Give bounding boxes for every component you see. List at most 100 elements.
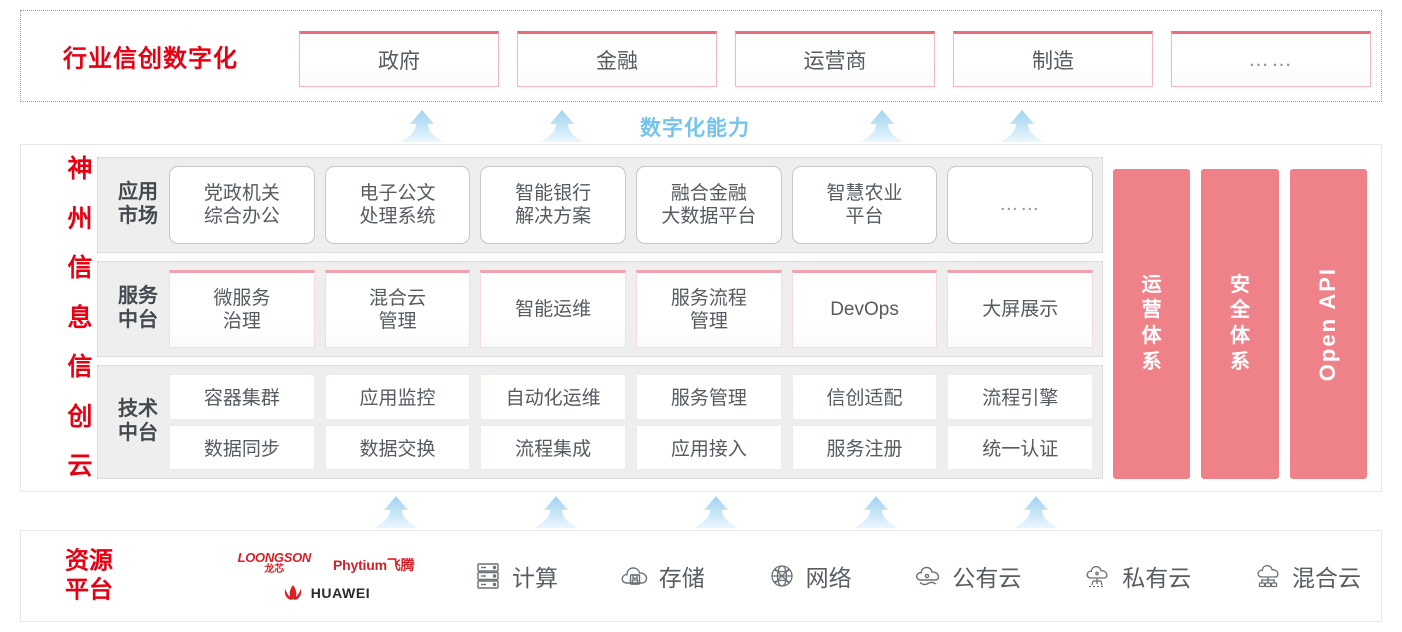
layer-label-technical-platform: 技术 中台 bbox=[118, 398, 158, 444]
pillar-open-api-label: Open API bbox=[1315, 266, 1341, 382]
resource-item-storage[interactable]: 存储 bbox=[618, 559, 705, 593]
app-card-finance-bigdata[interactable]: 融合金融 大数据平台 bbox=[636, 166, 782, 244]
tech-card-data-exchange[interactable]: 数据交换 bbox=[324, 424, 471, 470]
private-cloud-icon bbox=[1081, 559, 1115, 593]
cloud-title-char: 云 bbox=[67, 452, 93, 480]
up-arrow-icon bbox=[532, 494, 580, 530]
connector-arrows-bottom bbox=[0, 494, 1402, 530]
tech-card-automated-ops[interactable]: 自动化运维 bbox=[480, 374, 627, 420]
industry-card-manufacturing[interactable]: 制造 bbox=[953, 31, 1153, 87]
tech-card-container-cluster[interactable]: 容器集群 bbox=[169, 374, 315, 420]
app-card-government-office[interactable]: 党政机关 综合办公 bbox=[169, 166, 315, 244]
resource-platform-title: 资源 平台 bbox=[65, 547, 113, 604]
technical-platform-cards: 容器集群 应用监控 自动化运维 服务管理 信创适配 流程引擎 数据同步 数据交换… bbox=[169, 374, 1094, 470]
svc-card-devops[interactable]: DevOps bbox=[791, 270, 938, 348]
app-card-smart-agriculture[interactable]: 智慧农业 平台 bbox=[791, 166, 938, 244]
layer-technical-platform: 技术 中台 容器集群 应用监控 自动化运维 服务管理 信创适配 流程引擎 bbox=[97, 365, 1103, 479]
up-arrow-icon bbox=[852, 494, 900, 530]
resource-item-label: 存储 bbox=[658, 565, 705, 591]
network-globe-icon bbox=[765, 559, 799, 593]
pillar-security-system[interactable]: 安 全 体 系 bbox=[1201, 169, 1279, 479]
cloud-body: 应用 市场 党政机关 综合办公 电子公文 bbox=[97, 157, 1367, 479]
public-cloud-icon bbox=[911, 559, 945, 593]
svc-card-microservice-governance[interactable]: 微服务 治理 bbox=[169, 270, 315, 348]
svc-card-intelligent-ops[interactable]: 智能运维 bbox=[480, 270, 627, 348]
layer-application-market: 应用 市场 党政机关 综合办公 电子公文 bbox=[97, 157, 1103, 253]
industry-band: 行业信创数字化 政府 金融 运营商 制造 …… bbox=[20, 10, 1382, 102]
industry-card-more[interactable]: …… bbox=[1171, 31, 1371, 87]
tech-card-process-engine[interactable]: 流程引擎 bbox=[947, 374, 1094, 420]
loongson-logo: LOONGSON 龙芯 bbox=[237, 550, 312, 575]
up-arrow-icon bbox=[538, 108, 586, 144]
resource-item-label: 网络 bbox=[805, 565, 852, 591]
up-arrow-icon bbox=[372, 494, 420, 530]
cloud-title-char: 信 bbox=[67, 353, 93, 381]
industry-card-operator[interactable]: 运营商 bbox=[735, 31, 935, 87]
cloud-platform-band: 神 州 信 息 信 创 云 应用 市场 党政机关 bbox=[20, 144, 1382, 492]
resource-item-network[interactable]: 网络 bbox=[765, 559, 852, 593]
industry-card-list: 政府 金融 运营商 制造 …… bbox=[299, 31, 1371, 87]
resource-item-public-cloud[interactable]: 公有云 bbox=[911, 559, 1021, 593]
resource-item-hybrid-cloud[interactable]: 混合云 bbox=[1251, 559, 1361, 593]
tech-card-row: 容器集群 应用监控 自动化运维 服务管理 信创适配 流程引擎 bbox=[169, 374, 1094, 420]
tech-card-app-monitoring[interactable]: 应用监控 bbox=[324, 374, 471, 420]
pillar-operations-label: 运 营 体 系 bbox=[1141, 273, 1162, 373]
tech-card-data-sync[interactable]: 数据同步 bbox=[169, 424, 315, 470]
svc-card-hybrid-cloud-mgmt[interactable]: 混合云 管理 bbox=[324, 270, 471, 348]
phytium-logo: Phytium飞腾 bbox=[333, 557, 415, 573]
industry-band-title: 行业信创数字化 bbox=[63, 45, 238, 73]
resource-item-list: 计算 存储 bbox=[471, 559, 1361, 593]
resource-item-compute[interactable]: 计算 bbox=[471, 559, 558, 593]
tech-card-service-mgmt[interactable]: 服务管理 bbox=[636, 374, 782, 420]
cloud-title-char: 州 bbox=[67, 204, 93, 233]
digital-capability-label: 数字化能力 bbox=[640, 117, 750, 140]
application-market-cards: 党政机关 综合办公 电子公文 处理系统 智能银行 bbox=[169, 166, 1094, 244]
connector-arrows-top bbox=[0, 104, 1402, 144]
layer-label-application-market: 应用 市场 bbox=[118, 181, 158, 227]
up-arrow-icon bbox=[1012, 494, 1060, 530]
huawei-logo: HUAWEI bbox=[282, 584, 371, 601]
cloud-storage-icon bbox=[618, 559, 652, 593]
vendor-logo-group: LOONGSON 龙芯 Phytium飞腾 HUAWEI bbox=[211, 551, 441, 601]
resource-item-label: 私有云 bbox=[1122, 565, 1192, 591]
industry-card-government[interactable]: 政府 bbox=[299, 31, 499, 87]
industry-card-finance[interactable]: 金融 bbox=[517, 31, 717, 87]
resource-item-label: 混合云 bbox=[1291, 565, 1361, 591]
app-card-smart-bank[interactable]: 智能银行 解决方案 bbox=[480, 166, 627, 244]
up-arrow-icon bbox=[998, 108, 1046, 144]
tech-card-process-integration[interactable]: 流程集成 bbox=[480, 424, 627, 470]
cloud-title-char: 神 bbox=[67, 155, 93, 183]
up-arrow-icon bbox=[398, 108, 446, 144]
cloud-layer-list: 应用 市场 党政机关 综合办公 电子公文 bbox=[97, 157, 1103, 479]
resource-item-private-cloud[interactable]: 私有云 bbox=[1081, 559, 1191, 593]
resource-item-label: 计算 bbox=[512, 565, 558, 591]
pillar-open-api[interactable]: Open API bbox=[1289, 169, 1367, 479]
tech-card-app-access[interactable]: 应用接入 bbox=[636, 424, 782, 470]
cloud-title-char: 创 bbox=[67, 402, 93, 431]
tech-card-row: 数据同步 数据交换 流程集成 应用接入 服务注册 统一认证 bbox=[169, 424, 1094, 470]
cloud-platform-title: 神 州 信 息 信 创 云 bbox=[57, 157, 103, 479]
tech-card-service-registry[interactable]: 服务注册 bbox=[791, 424, 938, 470]
tech-card-unified-auth[interactable]: 统一认证 bbox=[947, 424, 1094, 470]
service-platform-cards: 微服务 治理 混合云 管理 智能运维 bbox=[169, 270, 1094, 348]
resource-item-label: 公有云 bbox=[952, 565, 1022, 591]
cloud-title-char: 信 bbox=[67, 254, 93, 282]
svc-card-large-screen-display[interactable]: 大屏展示 bbox=[947, 270, 1094, 348]
tech-card-xinchuang-adaptation[interactable]: 信创适配 bbox=[791, 374, 938, 420]
pillar-operations-system[interactable]: 运 营 体 系 bbox=[1113, 169, 1191, 479]
layer-label-service-platform: 服务 中台 bbox=[118, 285, 158, 331]
server-rack-icon bbox=[471, 559, 505, 593]
hybrid-cloud-icon bbox=[1251, 559, 1285, 593]
cloud-title-char: 息 bbox=[67, 303, 93, 332]
vendor-logo-row: LOONGSON 龙芯 Phytium飞腾 bbox=[238, 551, 415, 575]
huawei-flower-icon bbox=[282, 584, 304, 601]
svc-card-service-process-mgmt[interactable]: 服务流程 管理 bbox=[636, 270, 782, 348]
cross-cutting-pillars: 运 营 体 系 安 全 体 系 Open API bbox=[1113, 169, 1367, 479]
app-card-edoc-system[interactable]: 电子公文 处理系统 bbox=[324, 166, 471, 244]
resource-platform-band: 资源 平台 LOONGSON 龙芯 Phytium飞腾 HUAWEI bbox=[20, 530, 1382, 622]
app-card-more[interactable]: …… bbox=[947, 166, 1094, 244]
up-arrow-icon bbox=[692, 494, 740, 530]
pillar-security-label: 安 全 体 系 bbox=[1229, 273, 1250, 373]
layer-service-platform: 服务 中台 微服务 治理 混合云 管 bbox=[97, 261, 1103, 357]
